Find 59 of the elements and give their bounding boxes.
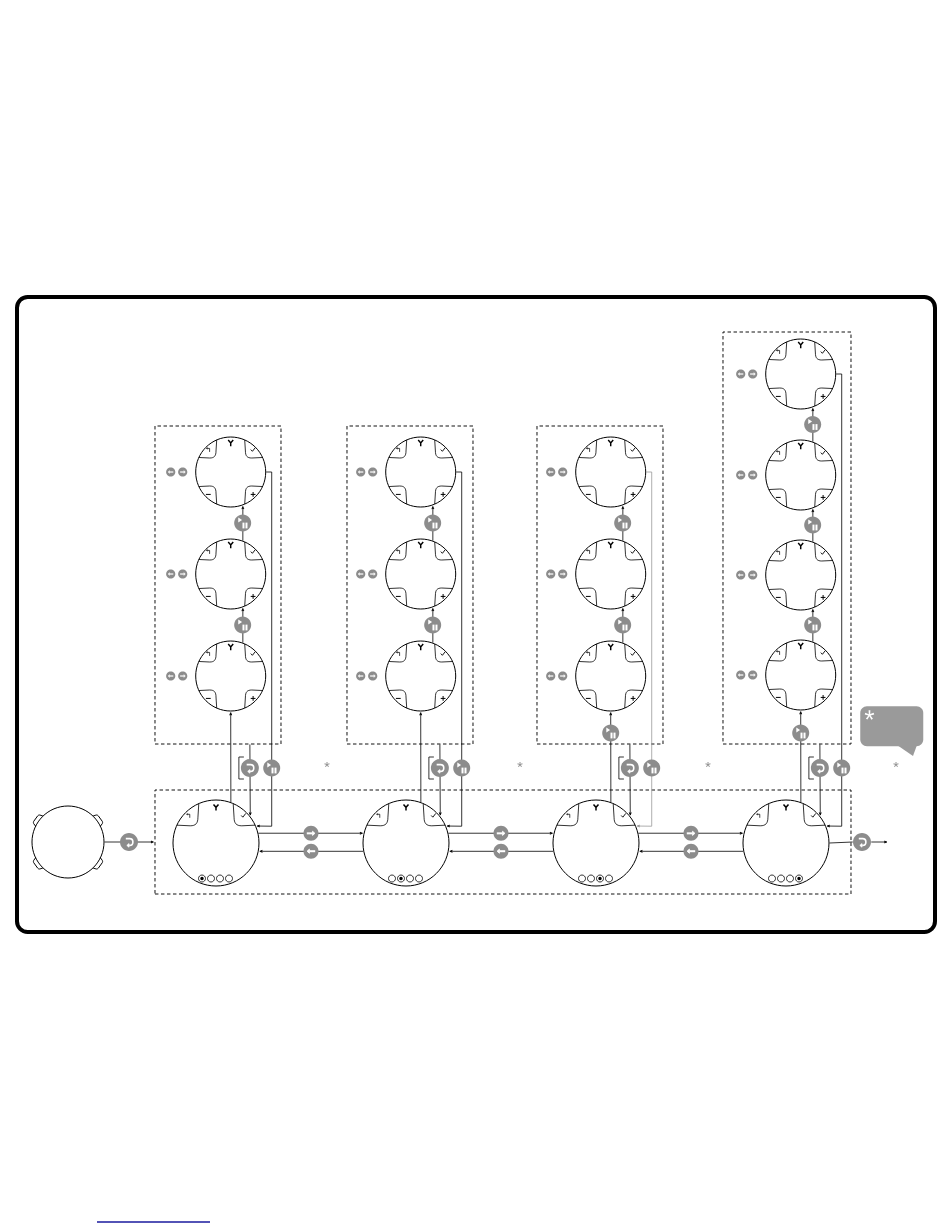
arrow	[636, 471, 653, 828]
watch-face	[195, 640, 267, 712]
arrow	[609, 712, 613, 803]
arrow	[811, 509, 815, 543]
watch-face	[195, 436, 267, 508]
arrow	[621, 608, 625, 644]
dashed-group-frame	[536, 425, 664, 745]
watch-face	[552, 799, 640, 887]
arrow	[628, 744, 632, 816]
watch-face	[765, 338, 837, 410]
asterisk-note: *	[893, 762, 899, 768]
watch-face	[765, 639, 837, 711]
arrow	[229, 712, 233, 803]
arrow	[621, 506, 625, 542]
dashed-group-frame	[722, 331, 852, 745]
arrow	[446, 471, 463, 828]
watch-face	[575, 538, 647, 610]
watch-face	[765, 539, 837, 611]
arrow	[818, 744, 822, 816]
arrow	[638, 831, 743, 835]
watch-face	[742, 799, 830, 887]
watch-face	[385, 436, 457, 508]
arrow	[811, 609, 815, 643]
arrow	[256, 471, 273, 828]
arrow	[241, 506, 245, 542]
watch-face	[575, 436, 647, 508]
arrow	[438, 744, 442, 816]
dashed-group-frame	[154, 789, 852, 895]
watch-face	[385, 538, 457, 610]
connector-line	[829, 841, 854, 844]
arrow	[259, 849, 364, 853]
arrow	[431, 608, 435, 644]
back-button-icon	[853, 833, 871, 851]
watch-face	[575, 640, 647, 712]
arrow	[104, 840, 154, 844]
arrow	[448, 831, 553, 835]
watch-face	[31, 805, 105, 879]
dashed-group-frame	[154, 425, 282, 745]
watch-face	[195, 538, 267, 610]
watch-face	[765, 439, 837, 511]
arrow	[431, 506, 435, 542]
arrow	[826, 373, 843, 828]
dashed-group-frame	[346, 425, 474, 745]
arrow	[258, 831, 363, 835]
watch-face	[172, 799, 260, 887]
arrow	[811, 408, 815, 443]
arrow	[799, 711, 803, 803]
arrow	[449, 849, 554, 853]
watch-face	[362, 799, 450, 887]
arrow	[639, 849, 744, 853]
arrow	[870, 840, 888, 844]
asterisk-note: *	[324, 762, 330, 768]
arrow	[248, 744, 252, 816]
watch-face	[385, 640, 457, 712]
arrow	[241, 608, 245, 644]
callout-bubble: *	[860, 706, 924, 756]
asterisk-note: *	[517, 762, 523, 768]
arrow	[419, 712, 423, 803]
asterisk-note: *	[705, 762, 711, 768]
